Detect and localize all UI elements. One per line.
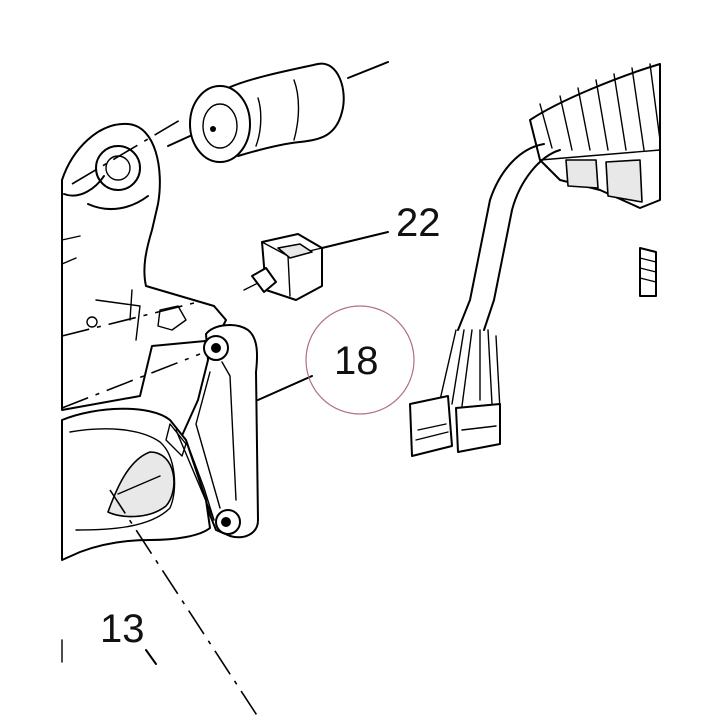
callout-22: 22 <box>396 201 441 245</box>
callout-18: 18 <box>334 339 379 383</box>
assembly-lines <box>61 119 261 720</box>
grip-bushing <box>167 61 389 163</box>
highlight-circle <box>305 305 415 415</box>
frame-bracket <box>61 122 227 411</box>
cap-part-22 <box>243 231 389 301</box>
regulator-unit <box>529 63 661 297</box>
housing-part-13 <box>61 407 215 561</box>
wire-harness <box>409 143 561 457</box>
callout-13: 13 <box>100 607 145 651</box>
leader-13 <box>145 649 157 665</box>
